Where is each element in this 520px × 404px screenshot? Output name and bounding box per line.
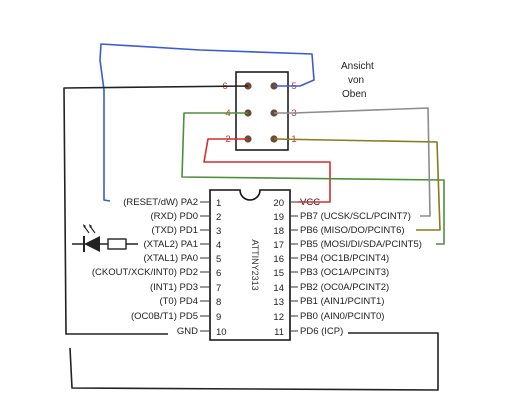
chip-pin-9-number: 9 [216, 312, 221, 323]
pin-8-label: (T0) PD4 [159, 296, 198, 307]
led-emission-arrow-1 [83, 225, 90, 234]
chip-pin-4-number: 4 [216, 240, 221, 251]
chip-pin-11-number: 11 [274, 327, 284, 338]
caption-line-1: Ansicht [341, 61, 374, 72]
chip-pin-1-number: 1 [216, 198, 221, 209]
wire-sck-gray [274, 107, 431, 217]
pin-6-label: (CKOUT/XCK/INT0) PD2 [92, 267, 198, 278]
caption-line-2: von [348, 75, 364, 86]
wire-gnd-black [63, 85, 249, 335]
chip-pin-19-number: 19 [273, 212, 284, 223]
chip-pin-8-number: 8 [216, 297, 221, 308]
wire-return-black [69, 332, 439, 391]
left-pin-stubs [200, 201, 210, 332]
led-icon [84, 236, 100, 252]
pin-12-label: PB0 (AIN0/PCINT0) [300, 311, 384, 322]
chip-pin-14-number: 14 [273, 283, 284, 294]
chip-pin-15-number: 15 [273, 268, 284, 279]
pin-9-label: (OC0B/T1) PD5 [131, 311, 198, 322]
pin-17-label: PB5 (MOSI/DI/SDA/PCINT5) [300, 239, 422, 250]
chip-pin-20-number: 20 [273, 198, 284, 209]
chip-body [209, 189, 291, 341]
resistor-icon [107, 238, 127, 250]
pin-13-label: PB1 (AIN1/PCINT1) [300, 296, 384, 307]
pin-3-label: (TXD) PD1 [152, 225, 198, 236]
pin-14-label: PB2 (OC0A/PCINT2) [300, 282, 389, 293]
wire-vcc-red [203, 138, 331, 203]
chip-pin-17-number: 17 [273, 240, 284, 251]
wire-miso-olive [273, 138, 441, 231]
chip-pin-3-number: 3 [216, 226, 221, 237]
wire-mosi-green [181, 112, 445, 245]
pin-18-label: PB6 (MISO/DO/PCINT6) [300, 225, 405, 236]
pin-5-label: (XTAL1) PA0 [143, 253, 198, 264]
chip-pin-13-number: 13 [273, 297, 284, 308]
right-pin-stubs [290, 201, 298, 332]
pin-10-label: GND [177, 326, 198, 337]
pin-2-label: (RXD) PD0 [150, 211, 198, 222]
chip-pin-18-number: 18 [273, 226, 284, 237]
chip-pin-16-number: 16 [273, 254, 284, 265]
chip-pin-5-number: 5 [216, 254, 221, 265]
led-resistor-group [72, 224, 138, 252]
chip-pin-6-number: 6 [216, 268, 221, 279]
pin-11-label: PD6 (ICP) [300, 326, 343, 337]
chip-pin-12-number: 12 [273, 312, 284, 323]
chip-name: ATTINY2313 [250, 239, 260, 290]
pin-19-label: PB7 (UCSK/SCL/PCINT7) [300, 211, 411, 222]
pin-1-label: (RESET/dW) PA2 [123, 197, 198, 208]
pin-15-label: PB3 (OC1A/PCINT3) [300, 267, 389, 278]
led-emission-arrow-2 [89, 225, 96, 234]
caption-line-3: Oben [342, 89, 366, 100]
pin-7-label: (INT1) PD3 [150, 282, 198, 293]
chip-pin-2-number: 2 [216, 212, 221, 223]
pin-4-label: (XTAL2) PA1 [143, 239, 198, 250]
chip-pin-10-number: 10 [216, 327, 227, 338]
chip-pin-7-number: 7 [216, 283, 221, 294]
pin-16-label: PB4 (OC1B/PCINT4) [300, 253, 389, 264]
wire-reset-blue [99, 43, 315, 202]
